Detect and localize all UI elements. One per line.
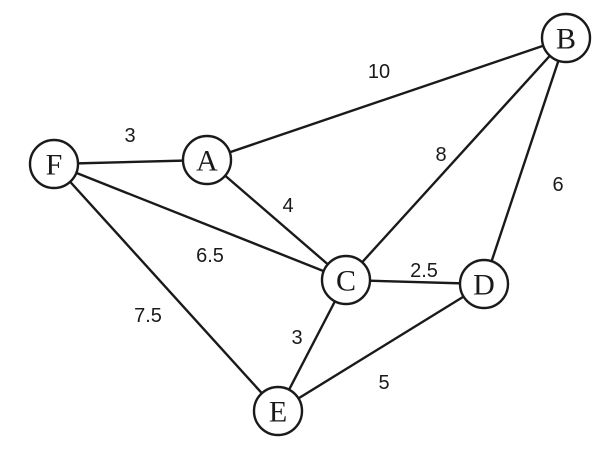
edge-weights-layer: 3 10 4 8 6 6.5 2.5 7.5 3 5 (124, 61, 563, 394)
node-circle-D (458, 258, 510, 310)
node-B: B (540, 12, 592, 64)
edge-weight-B-C: 8 (435, 144, 446, 166)
node-circle-F (28, 138, 80, 190)
node-label-A: A (196, 145, 218, 178)
edge-F-C (52, 162, 348, 282)
node-circle-B (540, 12, 592, 64)
edge-B-D (482, 36, 568, 286)
edge-B-C (344, 36, 568, 282)
edge-weight-C-E: 3 (291, 327, 302, 349)
edge-F-E (52, 162, 280, 413)
edge-A-C (205, 158, 348, 282)
nodes-layer: A B C D E F (28, 12, 592, 437)
edge-weight-F-C: 6.5 (196, 245, 224, 267)
node-circle-C (320, 254, 372, 306)
edge-weight-A-C: 4 (282, 195, 293, 217)
edge-weight-F-A: 3 (124, 125, 135, 147)
node-circle-A (181, 134, 233, 186)
node-C: C (320, 254, 372, 306)
node-E: E (252, 385, 304, 437)
edge-weight-C-D: 2.5 (410, 260, 438, 282)
node-label-D: D (473, 269, 495, 302)
edges-layer (52, 36, 568, 413)
edge-E-D (276, 282, 486, 413)
edge-weight-E-D: 5 (378, 372, 389, 394)
edge-weight-B-D: 6 (552, 174, 563, 196)
node-label-B: B (556, 23, 576, 56)
node-F: F (28, 138, 80, 190)
node-D: D (458, 258, 510, 310)
node-A: A (181, 134, 233, 186)
node-circle-E (252, 385, 304, 437)
node-label-F: F (46, 149, 63, 182)
node-label-E: E (269, 396, 287, 429)
node-label-C: C (336, 265, 356, 298)
edge-weight-F-E: 7.5 (134, 305, 162, 327)
edge-weight-A-B: 10 (368, 61, 390, 83)
edge-F-A (52, 158, 209, 166)
edge-A-B (205, 36, 568, 162)
